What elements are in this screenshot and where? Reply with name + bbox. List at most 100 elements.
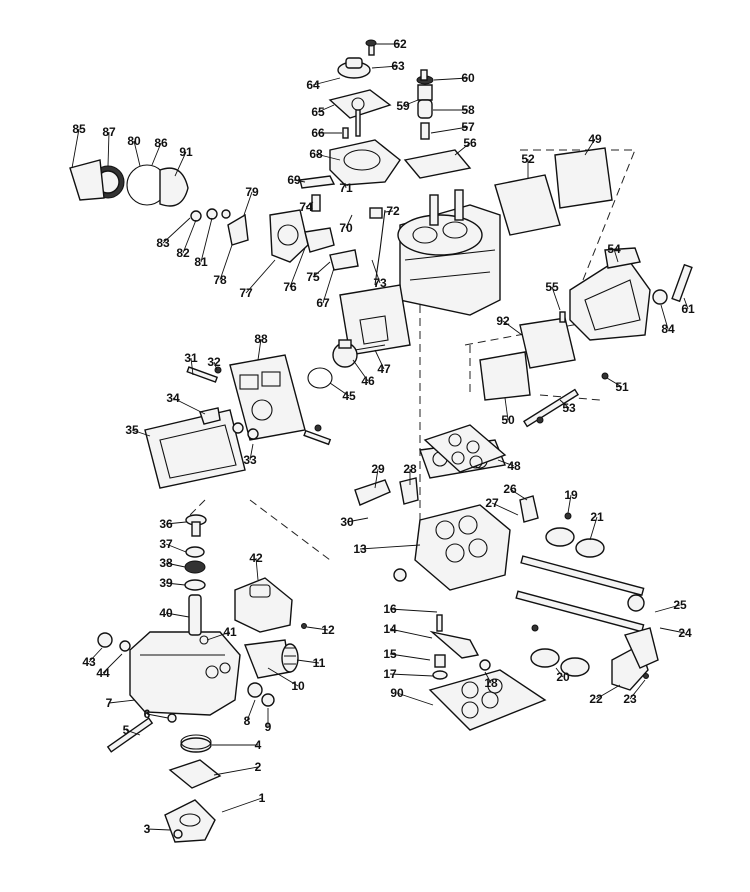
float-parts bbox=[234, 577, 307, 679]
leader-line-56 bbox=[454, 142, 471, 156]
leader-line-57 bbox=[430, 126, 469, 134]
callout-27: 27 bbox=[485, 496, 499, 510]
callout-72: 72 bbox=[386, 204, 400, 218]
callout-23: 23 bbox=[623, 692, 637, 706]
leader-line-34 bbox=[172, 397, 206, 415]
callout-75: 75 bbox=[306, 270, 320, 284]
leader-line-13 bbox=[359, 544, 421, 550]
leader-line-12 bbox=[306, 626, 329, 631]
callout-57: 57 bbox=[461, 120, 475, 134]
leader-line-90 bbox=[396, 692, 434, 706]
callout-30: 30 bbox=[340, 515, 354, 529]
leader-line-71 bbox=[344, 182, 347, 189]
callout-24: 24 bbox=[678, 626, 692, 640]
callout-59: 59 bbox=[396, 99, 410, 113]
callout-67: 67 bbox=[316, 296, 330, 310]
throttle-shafts bbox=[429, 512, 659, 691]
callout-52: 52 bbox=[521, 152, 535, 166]
leader-line-31 bbox=[190, 357, 194, 376]
base-gasket bbox=[428, 669, 547, 731]
callout-6: 6 bbox=[144, 707, 151, 721]
leader-line-86 bbox=[151, 142, 162, 166]
callout-26: 26 bbox=[503, 482, 517, 496]
callout-13: 13 bbox=[353, 542, 367, 556]
leader-line-22 bbox=[595, 684, 621, 700]
callout-50: 50 bbox=[501, 413, 515, 427]
callout-80: 80 bbox=[127, 134, 141, 148]
callout-53: 53 bbox=[562, 401, 576, 415]
leader-line-10 bbox=[267, 667, 299, 687]
leader-line-21 bbox=[589, 516, 598, 541]
leader-line-74 bbox=[305, 201, 314, 208]
callout-91: 91 bbox=[179, 145, 193, 159]
callout-63: 63 bbox=[391, 59, 405, 73]
callout-28: 28 bbox=[403, 462, 417, 476]
leader-line-92 bbox=[502, 320, 523, 336]
leader-line-82 bbox=[182, 219, 197, 254]
callout-5: 5 bbox=[123, 723, 130, 737]
callout-42: 42 bbox=[249, 551, 263, 565]
callout-71: 71 bbox=[339, 181, 353, 195]
leader-line-37 bbox=[165, 543, 187, 553]
main-body bbox=[369, 189, 501, 316]
callout-88: 88 bbox=[254, 332, 268, 346]
callout-38: 38 bbox=[159, 556, 173, 570]
leader-line-3 bbox=[146, 828, 171, 831]
callout-87: 87 bbox=[102, 125, 116, 139]
leader-line-49 bbox=[584, 138, 596, 156]
leader-line-8 bbox=[246, 699, 256, 722]
callout-85: 85 bbox=[72, 122, 86, 136]
leader-line-44 bbox=[102, 653, 123, 674]
callout-34: 34 bbox=[166, 391, 180, 405]
callout-29: 29 bbox=[371, 462, 385, 476]
leader-line-81 bbox=[200, 217, 213, 263]
callout-51: 51 bbox=[615, 380, 629, 394]
leader-line-5 bbox=[125, 729, 141, 736]
callout-33: 33 bbox=[243, 453, 257, 467]
leader-line-53 bbox=[559, 399, 570, 409]
callout-58: 58 bbox=[461, 103, 475, 117]
callout-9: 9 bbox=[265, 720, 272, 734]
leader-line-45 bbox=[329, 382, 350, 397]
callout-4: 4 bbox=[255, 738, 262, 752]
leader-line-78 bbox=[219, 244, 233, 281]
callout-65: 65 bbox=[311, 105, 325, 119]
callout-3: 3 bbox=[144, 822, 151, 836]
leader-line-33 bbox=[249, 443, 254, 461]
leader-line-80 bbox=[133, 140, 141, 167]
callout-18: 18 bbox=[484, 676, 498, 690]
callout-55: 55 bbox=[545, 280, 559, 294]
leader-line-17 bbox=[389, 673, 434, 677]
leader-line-65 bbox=[317, 104, 335, 113]
secondary-diaphragm-parts bbox=[299, 39, 401, 189]
leader-line-16 bbox=[389, 608, 438, 613]
leader-line-46 bbox=[352, 359, 369, 382]
leader-line-54 bbox=[613, 248, 619, 263]
leader-line-48 bbox=[497, 459, 515, 467]
callout-79: 79 bbox=[245, 185, 259, 199]
callout-37: 37 bbox=[159, 537, 173, 551]
leader-line-23 bbox=[629, 679, 646, 700]
leader-line-61 bbox=[683, 297, 689, 310]
callout-68: 68 bbox=[309, 147, 323, 161]
leader-line-41 bbox=[206, 631, 231, 641]
leader-line-25 bbox=[654, 604, 681, 613]
leader-line-20 bbox=[555, 667, 564, 678]
leader-line-83 bbox=[162, 217, 191, 244]
leader-line-91 bbox=[174, 151, 187, 177]
leader-line-40 bbox=[165, 612, 190, 618]
callout-44: 44 bbox=[96, 666, 110, 680]
callout-39: 39 bbox=[159, 576, 173, 590]
leader-line-11 bbox=[296, 659, 320, 664]
callout-16: 16 bbox=[383, 602, 397, 616]
leader-line-38 bbox=[165, 562, 186, 568]
callout-82: 82 bbox=[176, 246, 190, 260]
callout-92: 92 bbox=[496, 314, 510, 328]
callout-49: 49 bbox=[588, 132, 602, 146]
callout-60: 60 bbox=[461, 71, 475, 85]
leader-line-36 bbox=[165, 521, 187, 525]
callout-48: 48 bbox=[507, 459, 521, 473]
leader-line-88 bbox=[257, 338, 262, 361]
callout-31: 31 bbox=[184, 351, 198, 365]
